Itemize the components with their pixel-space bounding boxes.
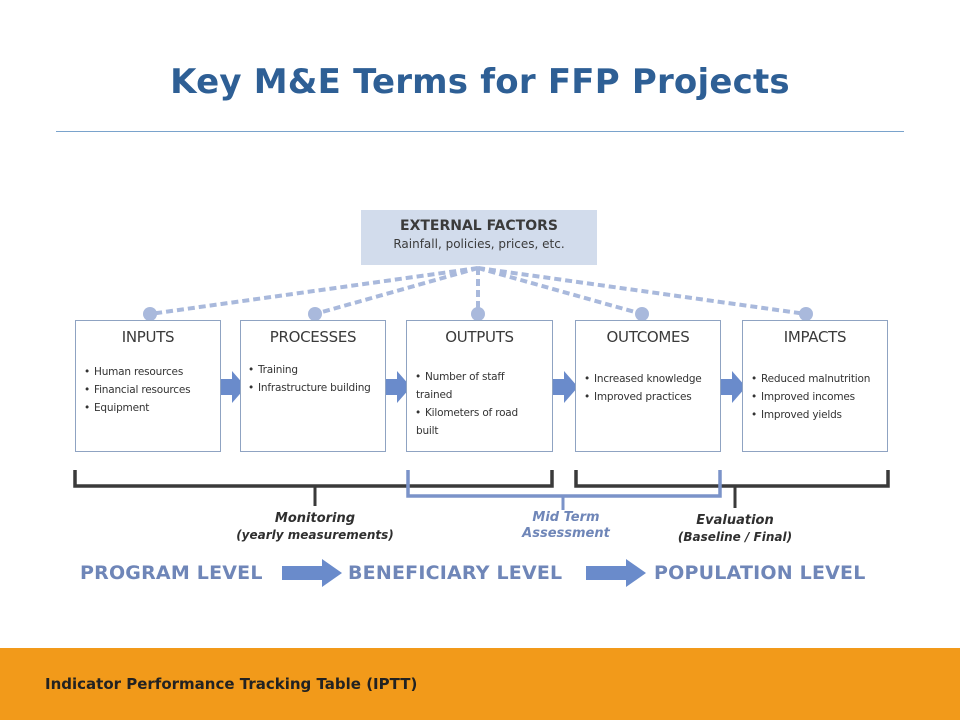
bullet-icon: • [415,407,421,419]
monitoring-label: Monitoring (yearly measurements) [225,511,405,543]
list-item: • Improved incomes [751,388,883,406]
list-item: • Improved practices [584,388,716,406]
flow-arrow-4 [721,371,746,403]
list-item: • Financial resources [84,381,216,399]
monitoring-bracket [73,470,554,488]
external-factors-subtitle: Rainfall, policies, prices, etc. [393,237,565,251]
bullet-icon: • [415,371,421,383]
stage-item-list: •Reduced malnutrition •Improved incomes … [751,370,883,424]
connector-dot-inputs [143,307,157,321]
list-item: • Reduced malnutrition [751,370,883,388]
connector-dot-outputs [471,307,485,321]
flow-arrow-3 [553,371,578,403]
list-item: • Infrastructure building [248,379,381,397]
list-item: built [415,422,548,440]
connector-dot-impacts [799,307,813,321]
list-item: • Kilometers of road [415,404,548,422]
list-item-text: Training [258,364,298,376]
list-item-text: Number of staff [425,371,505,383]
bullet-icon: • [584,391,590,403]
flow-arrow-2 [386,371,411,403]
monitoring-label-sub: (yearly measurements) [236,528,394,542]
evaluation-label-title: Evaluation [696,513,774,528]
population-level-label: POPULATION LEVEL [654,562,866,584]
mid-term-label-sub: Assessment [522,526,610,541]
evaluation-label: Evaluation (Baseline / Final) [665,513,805,545]
list-item-text: trained [416,389,453,401]
stage-title: OUTCOMES [606,328,690,346]
connector-dot-outcomes [635,307,649,321]
slide-title: Key M&E Terms for FFP Projects [170,62,790,102]
flow-arrow-1 [221,371,246,403]
list-item: • Human resources [84,363,216,381]
stage-item-list: • Number of staff trained • Kilometers of … [415,368,548,440]
evaluation-bracket [574,470,890,488]
evaluation-label-sub: (Baseline / Final) [677,530,793,544]
bullet-icon: • [248,364,254,376]
list-item: • Training [248,361,381,379]
stage-impacts: IMPACTS • Reduced malnutrition • Improved … [742,320,888,452]
beneficiary-level-label: BENEFICIARY LEVEL [348,562,563,584]
list-item: • Equipment [84,399,216,417]
list-item-text: Improved yields [761,409,842,421]
stage-outcomes: OUTCOMES • Increased knowledge • Improved … [575,320,721,452]
monitoring-label-title: Monitoring [274,511,356,526]
connector-dot-processes [308,307,322,321]
mid-term-label-title: Mid Term [532,510,600,525]
bullet-icon: • [84,366,90,378]
list-item-text: Financial resources [94,384,191,396]
list-item: • Increased knowledge [584,370,716,388]
bullet-icon: • [751,373,757,385]
list-item-text: Improved practices [594,391,692,403]
list-item-text: Increased knowledge [594,373,702,385]
stage-title: INPUTS [121,328,175,346]
list-item-text: Equipment [94,402,150,414]
list-item-text: Kilometers of road [425,407,519,419]
stage-inputs: INPUTS • Human resources • Financial resou… [75,320,221,452]
external-link-impacts [477,266,807,316]
footer-bar: Indicator Performance Tracking Table (IP… [0,648,960,720]
stage-title: PROCESSES [269,328,357,346]
bullet-icon: • [751,391,757,403]
level-arrow-2 [586,559,646,587]
stage-processes: PROCESSES • Training • Infrastructure buil… [240,320,386,452]
stage-item-list: • Human resources • Financial resources • E… [84,363,216,417]
stage-title: IMPACTS [783,328,847,346]
mid-term-bracket [406,470,722,498]
bullet-icon: • [84,402,90,414]
list-item: trained [415,386,548,404]
external-factors-box: EXTERNAL FACTORS Rainfall, policies, pri… [361,210,597,265]
stage-outputs: OUTPUTS • Number of staff trained • Kilome… [406,320,553,452]
mid-term-label: Mid Term Assessment [508,510,624,542]
list-item-text: Infrastructure building [258,382,371,394]
bullet-icon: • [248,382,254,394]
footer-text: Indicator Performance Tracking Table (IP… [45,675,418,693]
bullet-icon: • [751,409,757,421]
list-item-text: Human resources [94,366,184,378]
external-link-processes [314,266,479,316]
list-item-text: Improved incomes [761,391,855,403]
external-factors-title: EXTERNAL FACTORS [400,218,558,234]
external-link-inputs [149,266,479,316]
external-link-outcomes [477,266,643,316]
stage-item-list: • Increased knowledge • Improved practices [584,370,716,406]
list-item-text: Reduced malnutrition [761,373,871,385]
level-arrow-1 [282,559,342,587]
stage-title: OUTPUTS [445,328,514,346]
bullet-icon: • [584,373,590,385]
title-divider [56,131,904,132]
bullet-icon: • [84,384,90,396]
list-item: • Improved yields [751,406,883,424]
list-item-text: built [416,425,439,437]
program-level-label: PROGRAM LEVEL [80,562,263,584]
stage-item-list: • Training • Infrastructure building [248,361,381,397]
list-item: • Number of staff [415,368,548,386]
